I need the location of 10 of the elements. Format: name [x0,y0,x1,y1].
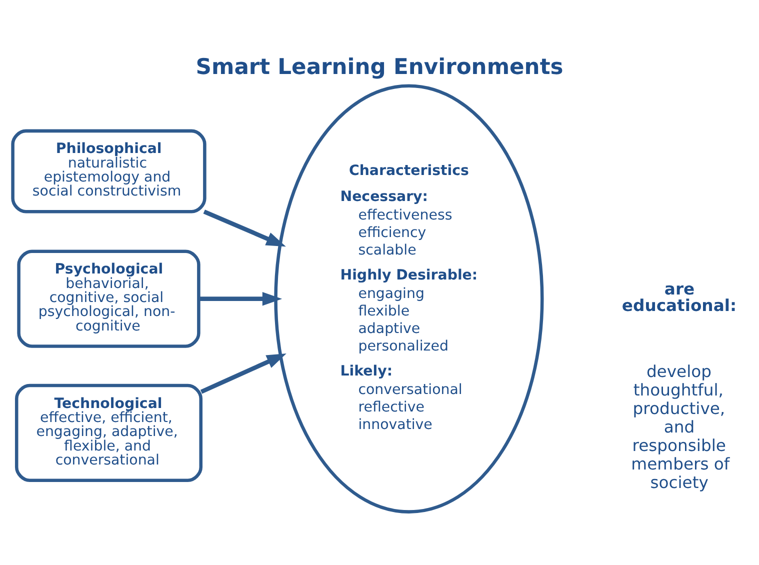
node-ellipse: Characteristics Necessary: effectiveness efficiency scalable Highly Desirable: engaging flexible adaptive personalized Likely: conversational reflective innovative [274,84,544,514]
node-box: Psychological behaviorial, cognitive, social psychological, non-cognitive [17,250,200,348]
arrow [200,354,286,394]
diagram-title: Smart Learning Environments [196,55,564,80]
node-box: Philosophical naturalistic epistemology and social constructivism [11,129,206,214]
label: develop thoughtful, productive, and responsible members of society [631,362,730,492]
arrow [198,292,282,306]
node-box: Technological effective, efficient, engaging, adaptive, flexible, and conversational [14,384,202,482]
arrow [203,210,286,247]
label: are educational: [622,279,736,315]
